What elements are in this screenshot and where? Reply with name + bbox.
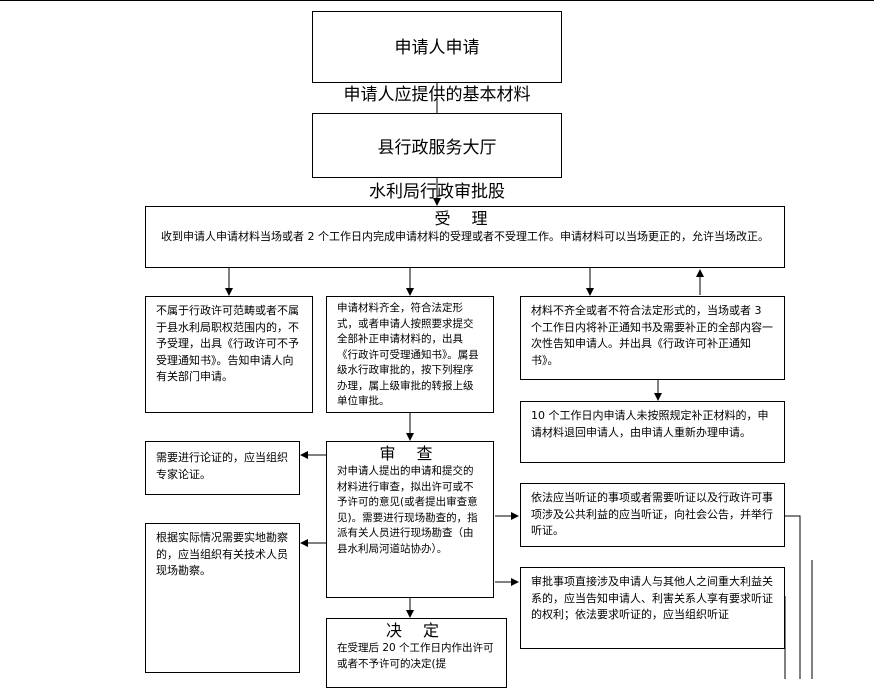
returned-text: 10 个工作日内申请人未按照规定补正材料的，申请材料退回申请人，由申请人重新办理…	[531, 409, 769, 439]
survey-text: 根据实际情况需要实地勘察的，应当组织有关技术人员现场勘察。	[156, 531, 288, 577]
incomplete-text: 材料不齐全或者不符合法定形式的，当场或者 3 个工作日内将补正通知书及需要补正的…	[531, 304, 773, 367]
hearing-public-box: 依法应当听证的事项或者需要听证以及行政许可事项涉及公共利益的应当听证，向社会公告…	[520, 483, 785, 547]
hearing2-text: 审批事项直接涉及申请人与其他人之间重大利益关系的，应当告知申请人、利害关系人享有…	[531, 575, 773, 621]
incomplete-box: 材料不齐全或者不符合法定形式的，当场或者 3 个工作日内将补正通知书及需要补正的…	[520, 296, 785, 380]
complete-box: 申请材料齐全，符合法定形式，或者申请人按照要求提交全部补正申请材料的，出具《行政…	[326, 296, 494, 413]
top-border-line	[0, 0, 874, 1]
accept-title: 受 理	[434, 209, 496, 228]
hall-line2: 水利局行政审批股	[369, 182, 505, 202]
hearing-interest-box: 审批事项直接涉及申请人与其他人之间重大利益关系的，应当告知申请人、利害关系人享有…	[520, 567, 785, 649]
decision-box: 决 定 在受理后 20 个工作日内作出许可或者不予许可的决定(提	[326, 618, 507, 688]
accept-box: 受 理 收到申请人申请材料当场或者 2 个工作日内完成申请材料的受理或者不受理工…	[145, 206, 785, 268]
hearing1-text: 依法应当听证的事项或者需要听证以及行政许可事项涉及公共利益的应当听证，向社会公告…	[531, 491, 773, 537]
apply-line2: 申请人应提供的基本材料	[343, 85, 531, 105]
reject-text: 不属于行政许可范畴或者不属于县水利局职权范围内的，不予受理，出具《行政许可不予受…	[156, 304, 299, 383]
review-box: 审 查 对申请人提出的申请和提交的材料进行审查，拟出许可或不予许可的意见(或者提…	[326, 441, 494, 598]
expert-box: 需要进行论证的，应当组织专家论证。	[145, 441, 300, 495]
review-title: 审 查	[379, 444, 441, 463]
expert-text: 需要进行论证的，应当组织专家论证。	[156, 451, 288, 481]
complete-text: 申请材料齐全，符合法定形式，或者申请人按照要求提交全部补正申请材料的，出具《行政…	[337, 302, 479, 407]
service-hall-box: 县行政服务大厅 水利局行政审批股	[312, 113, 562, 202]
apply-line1: 申请人申请	[394, 38, 480, 58]
review-text: 对申请人提出的申请和提交的材料进行审查，拟出许可或不予许可的意见(或者提出审查意…	[337, 465, 478, 555]
apply-box: 申请人申请 申请人应提供的基本材料	[312, 11, 562, 105]
decision-title: 决 定	[385, 621, 448, 640]
reject-box: 不属于行政许可范畴或者不属于县水利局职权范围内的，不予受理，出具《行政许可不予受…	[145, 296, 313, 413]
survey-box: 根据实际情况需要实地勘察的，应当组织有关技术人员现场勘察。	[145, 523, 300, 673]
hall-line1: 县行政服务大厅	[377, 138, 497, 158]
connector-hearing1-down	[785, 515, 801, 679]
decision-text: 在受理后 20 个工作日内作出许可或者不予许可的决定(提	[337, 642, 494, 670]
accept-text: 收到申请人申请材料当场或者 2 个工作日内完成申请材料的受理或者不受理工作。申请…	[161, 230, 769, 243]
returned-box: 10 个工作日内申请人未按照规定补正材料的，申请材料退回申请人，由申请人重新办理…	[520, 401, 785, 463]
